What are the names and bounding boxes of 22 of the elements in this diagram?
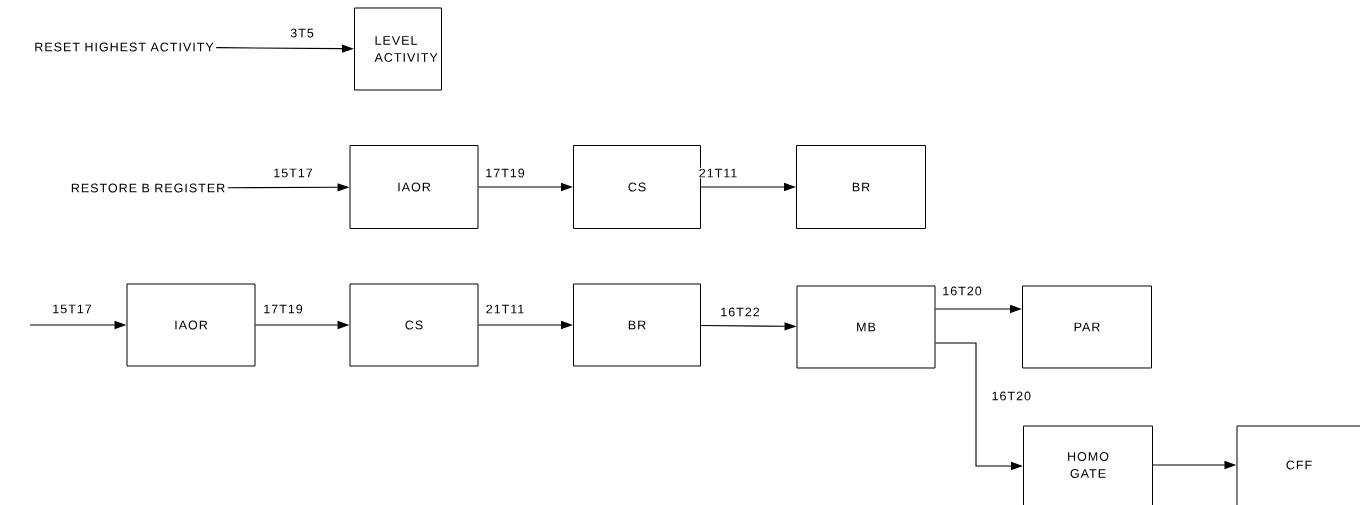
edge-label: 16T20 [941, 285, 983, 297]
edge-label: 16T22 [719, 306, 761, 318]
process-box: IAOR [349, 145, 479, 229]
process-box: IAOR [126, 283, 256, 367]
edge-label: 17T19 [484, 167, 526, 179]
edge-label: 21T11 [697, 167, 739, 179]
process-box: CS [349, 283, 479, 367]
edge-label: 15T17 [272, 167, 314, 179]
input-label: RESTORE B REGISTER [71, 183, 225, 193]
process-box: BR [573, 283, 701, 367]
input-label: RESET HIGHEST ACTIVITY [35, 42, 214, 52]
process-box: PAR [1022, 285, 1152, 369]
edge-label: 3T5 [289, 27, 315, 39]
edge-label: 21T11 [484, 303, 526, 315]
process-box: LEVEL ACTIVITY [354, 7, 442, 91]
edge-label: 16T20 [990, 390, 1032, 402]
process-box: CFF [1236, 425, 1360, 505]
process-box: MB [796, 285, 936, 369]
process-box: HOMO GATE [1023, 425, 1153, 505]
edge-label: 15T17 [51, 303, 93, 315]
process-box: BR [796, 145, 926, 229]
edge-label: 17T19 [262, 303, 304, 315]
